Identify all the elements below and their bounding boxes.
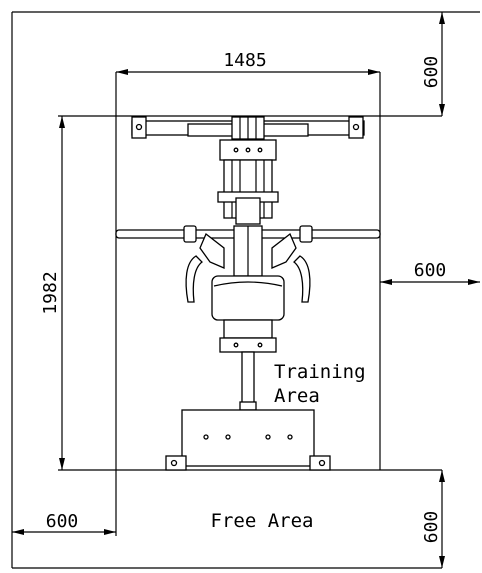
dimension-length: 1982 (40, 116, 65, 470)
seat-assembly (185, 225, 311, 353)
dimension-length-label: 1982 (40, 271, 61, 314)
top-crossbar (131, 116, 365, 140)
center-rail (239, 351, 257, 413)
dimension-width-label: 1485 (223, 50, 266, 71)
dimension-width: 1485 (116, 50, 380, 75)
dimension-clearance-left-label: 600 (46, 511, 79, 532)
dimension-clearance-right-label: 600 (414, 260, 447, 281)
dimension-clearance-right: 600 (380, 260, 480, 285)
gym-machine-top-view (115, 116, 381, 471)
dimension-clearance-top: 600 (421, 12, 445, 116)
free-area-boundary (11, 11, 480, 569)
training-area-label-line2: Area (274, 385, 320, 407)
weight-stack-housing (217, 139, 279, 225)
dimension-clearance-bottom: 600 (421, 470, 445, 568)
training-area-label-line1: Training (274, 361, 366, 383)
base-platform (165, 409, 331, 471)
dimension-clearance-left: 600 (12, 511, 116, 535)
training-area-boundary (58, 72, 442, 536)
dimension-clearance-top-label: 600 (421, 56, 442, 89)
free-area-label: Free Area (211, 510, 314, 532)
dimension-clearance-bottom-label: 600 (421, 511, 442, 544)
